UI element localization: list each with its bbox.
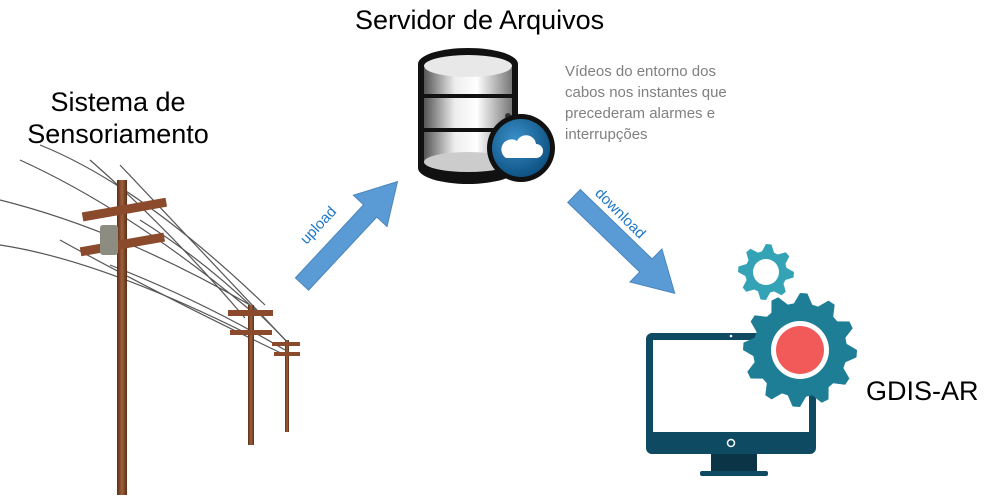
sensor-system-label: Sistema de Sensoriamento [18,86,218,150]
upload-arrow [294,180,399,291]
sensor-system-line2: Sensoriamento [27,119,209,149]
server-note: Vídeos do entorno dos cabos nos instante… [565,63,727,143]
gear-center [753,259,779,285]
cloud-icon [501,135,543,158]
database-server-icon [418,48,555,184]
sensor-system-line1: Sistema de [50,87,186,117]
file-server-label: Servidor de Arquivos [355,5,605,35]
download-arrow [567,188,676,294]
large-gear-icon [743,293,857,407]
power-poles-icon [0,144,300,495]
small-gear-icon [738,244,794,300]
gear-center [776,326,824,374]
gdis-label: GDIS-AR [866,376,979,406]
